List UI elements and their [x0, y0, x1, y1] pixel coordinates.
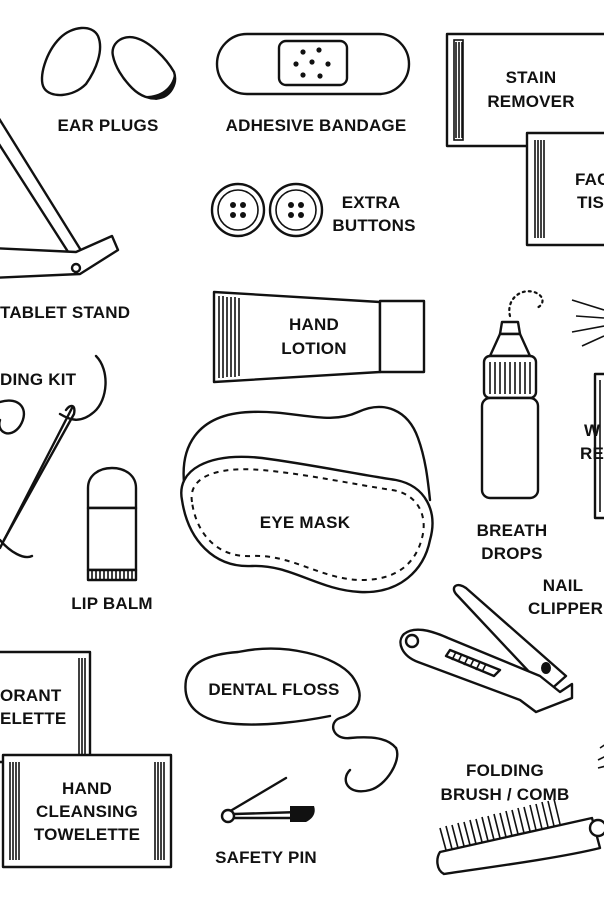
- safety-pin-label: SAFETY PIN: [215, 848, 317, 867]
- stain-remover-label-2: REMOVER: [487, 92, 574, 111]
- eye-mask-icon: [180, 405, 434, 594]
- extra-buttons-icon: [210, 182, 324, 238]
- hand-towelette-icon: [1, 753, 173, 869]
- hand-towelette-label-1: HAND: [62, 779, 112, 798]
- adhesive-bandage-label: ADHESIVE BANDAGE: [226, 116, 407, 135]
- safety-pin-icon: [220, 776, 315, 824]
- extra-buttons-label-1: EXTRA: [342, 193, 401, 212]
- folding-brush-label-1: FOLDING: [466, 761, 544, 780]
- hand-lotion-label-2: LOTION: [281, 339, 346, 358]
- facial-tissue-icon: [525, 131, 604, 247]
- nail-clipper-label-2: CLIPPER: [528, 599, 603, 618]
- wipe-label-1: W: [584, 421, 601, 440]
- spray-icon: [571, 299, 604, 347]
- breath-drops-label-1: BREATH: [477, 521, 548, 540]
- breath-drops-icon: [480, 290, 544, 500]
- facial-tissue-label-2: TIS: [577, 193, 604, 212]
- hand-towelette-label-3: TOWELETTE: [34, 825, 140, 844]
- dental-floss-label: DENTAL FLOSS: [208, 680, 339, 699]
- folding-brush-label-2: BRUSH / COMB: [441, 785, 570, 804]
- lip-balm-icon: [86, 466, 138, 582]
- hand-towelette-label-2: CLEANSING: [36, 802, 138, 821]
- nail-clipper-icon: [399, 583, 574, 714]
- hand-lotion-label-1: HAND: [289, 315, 339, 334]
- folding-brush-comb-icon: [436, 744, 604, 876]
- sewing-kit-icon: [0, 354, 107, 559]
- breath-drops-label-2: DROPS: [481, 544, 542, 563]
- deodorant-label-1: ORANT: [0, 686, 62, 705]
- eye-mask-label: EYE MASK: [260, 513, 351, 532]
- wipe-label-2: RE: [580, 444, 604, 463]
- extra-buttons-label-2: BUTTONS: [332, 216, 415, 235]
- sewing-kit-label: DING KIT: [0, 370, 77, 389]
- stain-remover-icon: [445, 32, 604, 148]
- tablet-stand-label: TABLET STAND: [0, 303, 130, 322]
- wipe-icon: [593, 372, 604, 520]
- lip-balm-label: LIP BALM: [71, 594, 153, 613]
- nail-clipper-label-1: NAIL: [543, 576, 583, 595]
- dental-floss-icon: [184, 647, 399, 793]
- adhesive-bandage-icon: [215, 32, 411, 96]
- facial-tissue-label-1: FAC: [575, 170, 604, 189]
- ear-plugs-icon: [40, 26, 177, 100]
- tablet-stand-icon: [0, 117, 120, 279]
- deodorant-towelette-icon: [0, 650, 92, 764]
- stain-remover-label-1: STAIN: [506, 68, 557, 87]
- deodorant-label-2: ELETTE: [0, 709, 66, 728]
- hand-lotion-icon: [212, 290, 426, 384]
- ear-plugs-label: EAR PLUGS: [58, 116, 159, 135]
